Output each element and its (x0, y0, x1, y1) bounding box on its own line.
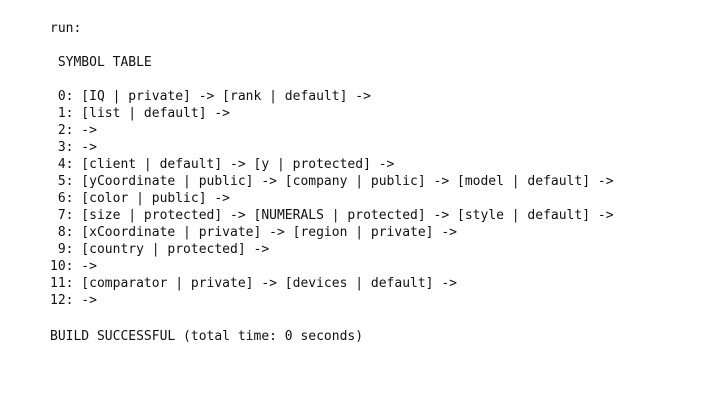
symbol-table-row-0: 0: [IQ | private] -> [rank | default] -> (50, 89, 371, 104)
symbol-table-row-5: 5: [yCoordinate | public] -> [company | … (50, 174, 614, 189)
run-label: run: (50, 21, 82, 36)
symbol-table-row-9: 9: [country | protected] -> (50, 242, 270, 257)
symbol-table-row-2: 2: -> (50, 123, 97, 138)
symbol-table-row-3: 3: -> (50, 140, 97, 155)
symbol-table-row-6: 6: [color | public] -> (50, 191, 231, 206)
symbol-table-row-10: 10: -> (50, 259, 97, 274)
symbol-table-row-1: 1: [list | default] -> (50, 106, 231, 121)
symbol-table-row-12: 12: -> (50, 293, 97, 308)
symbol-table: 0: [IQ | private] -> [rank | default] ->… (50, 88, 614, 309)
symbol-table-row-8: 8: [xCoordinate | private] -> [region | … (50, 225, 457, 240)
symbol-table-row-7: 7: [size | protected] -> [NUMERALS | pro… (50, 208, 614, 223)
symbol-table-row-11: 11: [comparator | private] -> [devices |… (50, 276, 457, 291)
build-status: BUILD SUCCESSFUL (total time: 0 seconds) (50, 329, 364, 344)
symbol-table-heading: SYMBOL TABLE (50, 55, 152, 70)
symbol-table-row-4: 4: [client | default] -> [y | protected]… (50, 157, 395, 172)
